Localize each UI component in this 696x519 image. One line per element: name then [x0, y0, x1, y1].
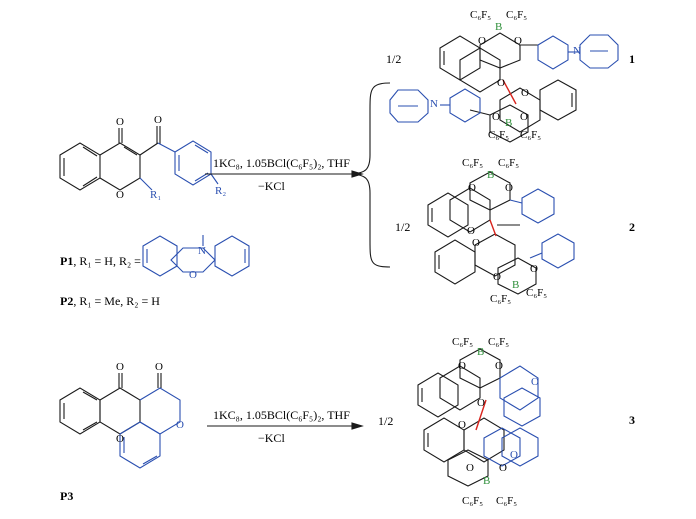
p2-o-ring-1: O	[467, 225, 475, 237]
legend-p1-text: , R₁ = H, R₂ =	[73, 254, 141, 268]
p3-o-ring-top: O	[477, 397, 485, 409]
p2-c6f5-top-left: C₆F₅	[462, 157, 484, 169]
p1-n-right: N	[573, 45, 581, 57]
byproduct-line-bottom: −KCl	[258, 431, 285, 445]
reactant-p3-structure	[59, 373, 162, 435]
p2-c6f5-bottom-left: C₆F₅	[490, 293, 512, 305]
atom-acyl-o: O	[154, 114, 162, 126]
p2-c6f5-top-right: C₆F₅	[498, 157, 520, 169]
p1-c6f5-bottom-right: C₆F₅	[520, 129, 542, 141]
p1-o-bottom-2: O	[520, 111, 528, 123]
atom-ring-o: O	[116, 189, 124, 201]
p1-o-ring-2: O	[521, 87, 529, 99]
reagent-line-bottom: 1KC₈, 1.05BCl(C₆F₅)₂, THF	[213, 408, 350, 422]
p3-c6f5-bottom-right: C₆F₅	[496, 495, 518, 507]
legend-p1-id: P1	[60, 254, 74, 268]
atom-carbonyl-o: O	[116, 116, 124, 128]
product-3-structure	[417, 348, 505, 487]
product-1-cc-bond	[502, 79, 517, 105]
p3-o-ring-bottom: O	[458, 419, 466, 431]
p2-c6f5-bottom-right: C₆F₅	[526, 287, 548, 299]
p2-o-top-2: O	[505, 182, 513, 194]
p2-o-bottom-1: O	[493, 271, 501, 283]
fraction-product-1: 1/2	[386, 52, 402, 66]
legend-phenoxazine-o: O	[189, 269, 197, 281]
p1-c6f5-top-left: C₆F₅	[470, 9, 492, 21]
p3-o-lactone-bottom: O	[510, 449, 518, 461]
p3-o-lactone-top: O	[531, 376, 539, 388]
p2-o-top-1: O	[468, 182, 476, 194]
p3-o-bottom-1: O	[466, 462, 474, 474]
byproduct-line-top: −KCl	[258, 179, 285, 193]
product-number-1: 1	[629, 52, 635, 66]
legend-p2: P2, R₁ = Me, R₂ = H	[60, 295, 160, 307]
p3-lactone-o: O	[176, 419, 184, 431]
p1-o-top-1: O	[478, 35, 486, 47]
legend-p2-id: P2	[60, 294, 74, 308]
reactant-chromone-ketone	[59, 126, 161, 191]
p2-o-ring-2: O	[472, 237, 480, 249]
reactant-blue-parts	[139, 140, 219, 191]
product-3-blue-coumarins	[483, 365, 541, 467]
product-number-2: 2	[629, 220, 635, 234]
product-1-structure	[439, 32, 577, 143]
p1-n-left: N	[430, 98, 438, 110]
p3-carbonyl-o-1: O	[116, 361, 124, 373]
product-number-3: 3	[629, 413, 635, 427]
p3-c6f5-top-left: C₆F₅	[452, 336, 474, 348]
p1-c6f5-top-right: C₆F₅	[506, 9, 528, 21]
reagent-line-top: 1KC₈, 1.05BCl(C₆F₅)₂, THF	[213, 156, 350, 170]
p3-c6f5-bottom-left: C₆F₅	[462, 495, 484, 507]
p3-o-top-2: O	[495, 360, 503, 372]
p1-o-bottom-1: O	[492, 111, 500, 123]
fraction-product-2: 1/2	[395, 220, 411, 234]
p3-c6f5-top-right: C₆F₅	[488, 336, 510, 348]
p3-b-top: B	[477, 346, 485, 358]
reactant-p3-blue-coumarin	[119, 387, 181, 469]
p1-o-top-2: O	[514, 35, 522, 47]
p3-b-bottom: B	[483, 475, 491, 487]
product-2-blue-phenyls	[509, 188, 575, 269]
product-3-cc-bond	[475, 399, 487, 431]
product-2-cc-bond	[489, 219, 497, 237]
p2-b-top: B	[487, 169, 495, 181]
product-2-structure	[427, 171, 537, 295]
p1-c6f5-bottom-left: C₆F₅	[488, 129, 510, 141]
p1-b-bottom: B	[505, 117, 513, 129]
p1-o-ring-1: O	[497, 77, 505, 89]
p3-o-bottom-2: O	[499, 462, 507, 474]
p3-carbonyl-o-2: O	[155, 361, 163, 373]
p3-o-top-1: O	[458, 360, 466, 372]
legend-p2-text: , R₁ = Me, R₂ = H	[73, 294, 160, 308]
legend-p1: P1, R₁ = H, R₂ =	[60, 255, 141, 267]
p2-b-bottom: B	[512, 279, 520, 291]
p3-ring-o: O	[116, 433, 124, 445]
label-r1: R₁	[150, 189, 162, 201]
p1-b-top: B	[495, 21, 503, 33]
label-r2: R₂	[215, 185, 227, 197]
p2-o-bottom-2: O	[530, 263, 538, 275]
fraction-product-3: 1/2	[378, 414, 394, 428]
product-1-blue-arms	[389, 34, 619, 123]
reactant-label-p3: P3	[60, 489, 74, 503]
legend-phenoxazine-n: N	[198, 245, 206, 257]
reaction-arrows	[205, 170, 364, 430]
product-brace	[351, 82, 391, 268]
legend-phenoxazine	[142, 235, 250, 277]
